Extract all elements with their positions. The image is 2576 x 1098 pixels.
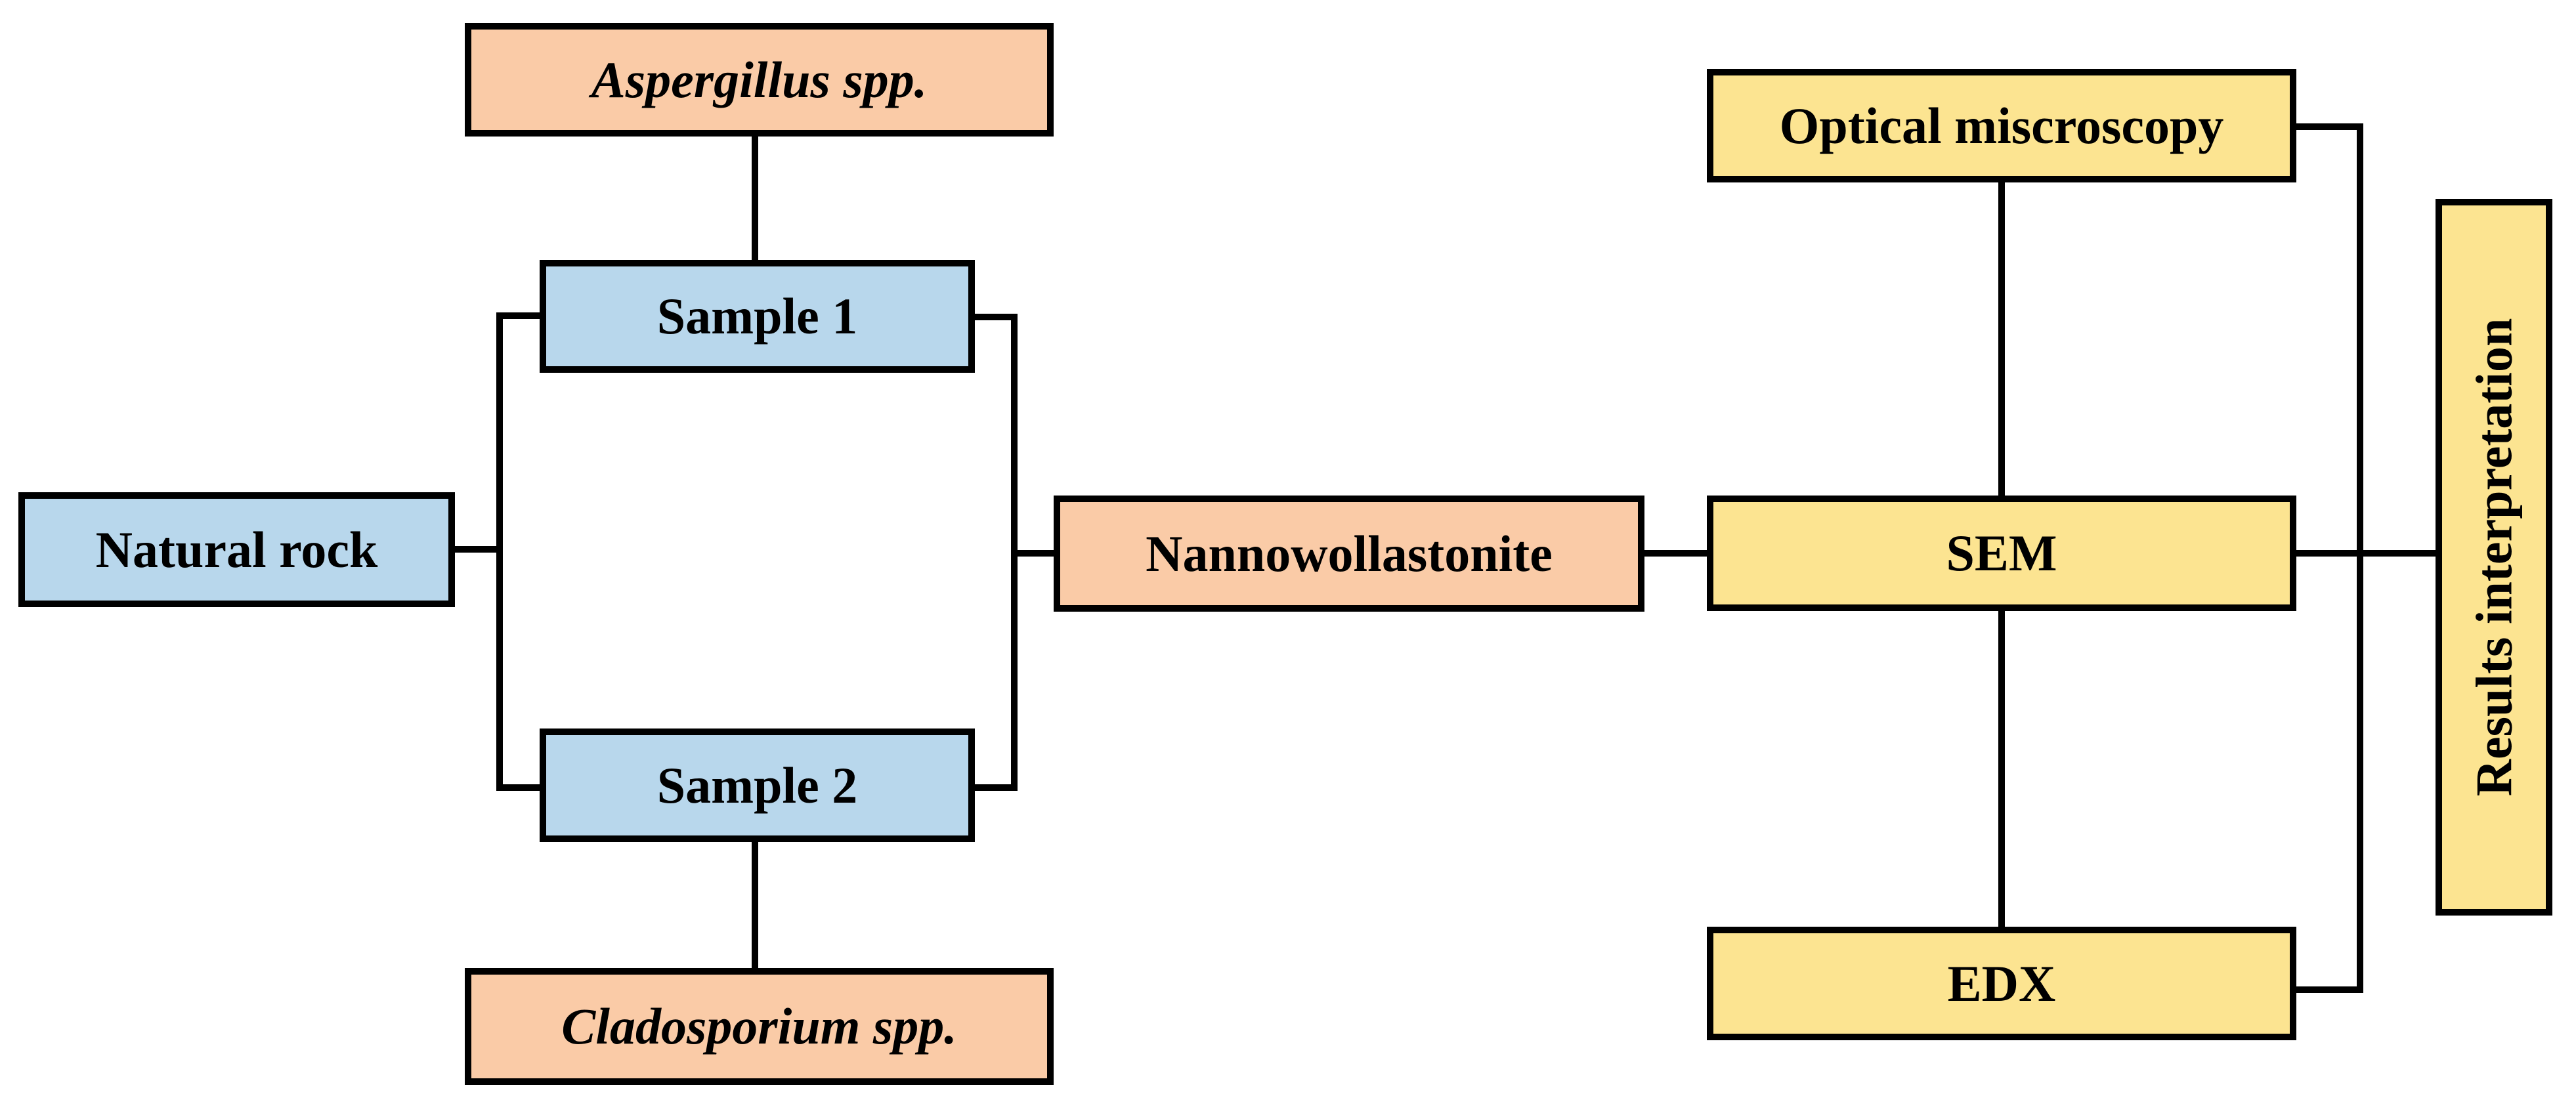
connector-rail-nannowollastonite bbox=[1011, 550, 1057, 557]
node-sample1-label: Sample 1 bbox=[656, 287, 858, 345]
node-aspergillus-label: Aspergillus spp. bbox=[591, 51, 928, 108]
connector-sample1-right-rail bbox=[973, 314, 1018, 320]
connector-edx-outer-rail bbox=[2294, 986, 2363, 993]
connector-rail-sample1-left bbox=[496, 312, 542, 319]
connector-aspergillus-sample1 bbox=[752, 136, 758, 263]
node-natural-rock-label: Natural rock bbox=[95, 520, 378, 578]
connector-outer-rail bbox=[2357, 123, 2363, 993]
node-optical-microscopy-label: Optical miscroscopy bbox=[1779, 96, 2224, 154]
node-nannowollastonite: Nannowollastonite bbox=[1054, 496, 1644, 612]
connector-optical-outer-rail bbox=[2294, 123, 2363, 130]
node-sample2-label: Sample 2 bbox=[656, 756, 858, 814]
node-edx-label: EDX bbox=[1947, 954, 2056, 1012]
node-results-interpretation-label: Results interpretation bbox=[2465, 318, 2523, 797]
node-edx: EDX bbox=[1707, 927, 2296, 1040]
node-cladosporium: Cladosporium spp. bbox=[465, 968, 1054, 1085]
connector-sample2-cladosporium bbox=[752, 840, 758, 971]
connector-left-rail bbox=[496, 312, 503, 791]
connector-sample2-right-rail bbox=[973, 784, 1018, 791]
node-results-interpretation: Results interpretation bbox=[2436, 199, 2552, 916]
node-optical-microscopy: Optical miscroscopy bbox=[1707, 69, 2296, 182]
node-cladosporium-label: Cladosporium spp. bbox=[561, 998, 957, 1055]
node-sample2: Sample 2 bbox=[540, 728, 975, 842]
node-natural-rock: Natural rock bbox=[18, 492, 455, 607]
node-aspergillus: Aspergillus spp. bbox=[465, 23, 1054, 137]
connector-nannowollastonite-sem bbox=[1641, 550, 1710, 557]
node-sem: SEM bbox=[1707, 496, 2296, 611]
connector-optical-sem bbox=[1998, 181, 2005, 498]
connector-naturalrock-rail bbox=[453, 546, 503, 553]
node-sem-label: SEM bbox=[1946, 524, 2057, 581]
connector-sem-results bbox=[2294, 550, 2438, 557]
connector-rail-sample2-left bbox=[496, 784, 542, 791]
connector-sem-edx bbox=[1998, 610, 2005, 929]
node-sample1: Sample 1 bbox=[540, 260, 975, 373]
node-nannowollastonite-label: Nannowollastonite bbox=[1146, 524, 1553, 582]
